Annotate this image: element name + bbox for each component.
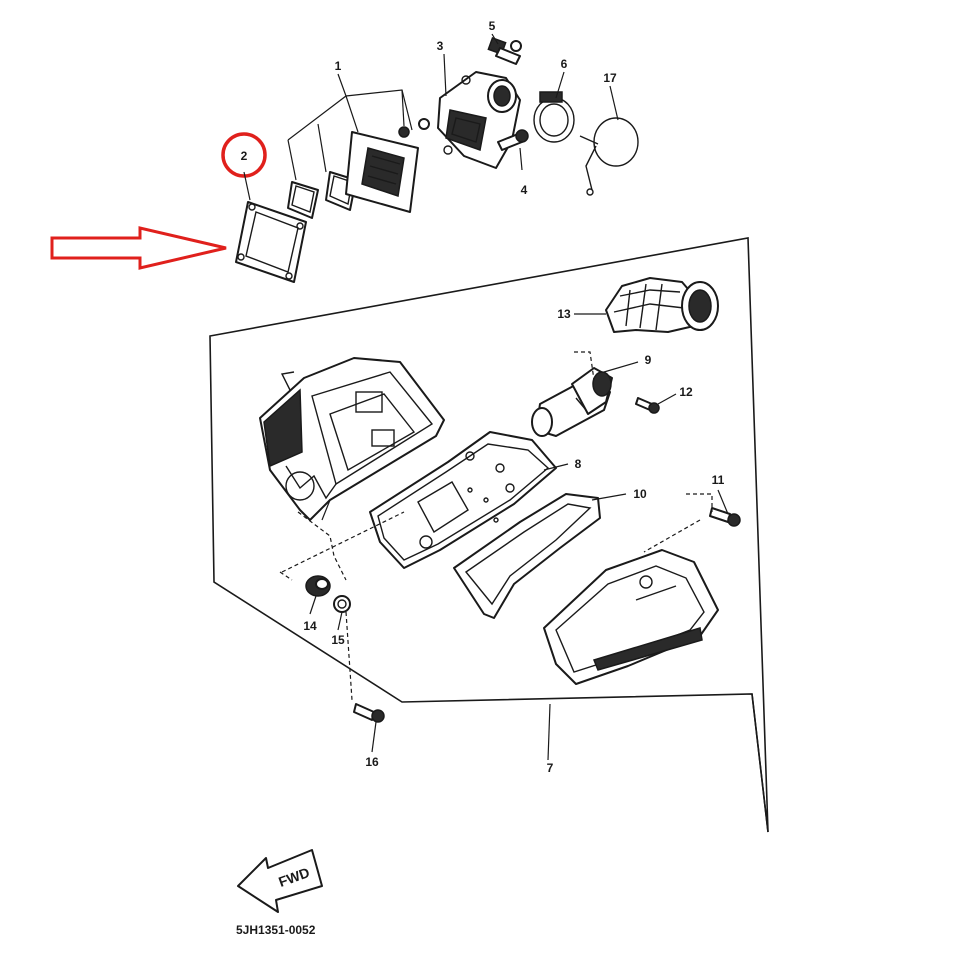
assembly-centerlines [279,351,713,701]
callout-8[interactable]: 8 [575,457,582,471]
callout-15[interactable]: 15 [331,633,345,647]
callout-4[interactable]: 4 [521,183,528,197]
part-7-air-cleaner-cap[interactable] [543,549,719,685]
part-14-grommet[interactable] [305,575,331,597]
callout-1[interactable]: 1 [335,59,342,73]
callout-17[interactable]: 17 [603,71,617,85]
callout-2[interactable]: 2 [241,149,248,163]
part-7-air-cleaner-case[interactable] [259,357,445,521]
part-17-wire-clamp[interactable] [579,117,639,196]
callout-13[interactable]: 13 [557,307,571,321]
callout-12[interactable]: 12 [679,385,693,399]
part-2-gasket[interactable] [235,201,307,283]
part-3-manifold[interactable] [437,71,521,169]
document-code: 5JH1351-0052 [236,923,316,937]
pointer-arrow [50,226,227,270]
part-15-collar[interactable] [333,595,351,613]
part-11-screw[interactable] [709,507,741,527]
forward-arrow: FWD [237,849,323,913]
callout-7[interactable]: 7 [547,761,554,775]
part-6-clamp[interactable] [533,91,575,143]
part-16-bolt[interactable] [353,703,385,723]
callout-6[interactable]: 6 [561,57,568,71]
part-10-seal[interactable] [453,493,601,619]
part-9-duct[interactable] [531,367,613,437]
part-8-element[interactable] [369,431,557,569]
callout-numbers: 1 2 3 4 5 6 7 8 9 10 11 12 13 14 15 16 1… [241,19,725,775]
part-1-reed-valve[interactable] [287,89,430,219]
callout-3[interactable]: 3 [437,39,444,53]
frame-edge [751,693,769,833]
part-5-bolt[interactable] [487,37,522,65]
leader-lines [243,33,729,761]
callout-9[interactable]: 9 [645,353,652,367]
part-4-bolt[interactable] [497,129,529,151]
highlight-circle [221,132,267,178]
callout-14[interactable]: 14 [303,619,317,633]
callout-16[interactable]: 16 [365,755,379,769]
callout-11[interactable]: 11 [712,473,725,487]
callout-10[interactable]: 10 [633,487,647,501]
part-13-intake-joint[interactable] [605,277,719,333]
callout-5[interactable]: 5 [489,19,496,33]
part-12-screw[interactable] [635,397,660,414]
